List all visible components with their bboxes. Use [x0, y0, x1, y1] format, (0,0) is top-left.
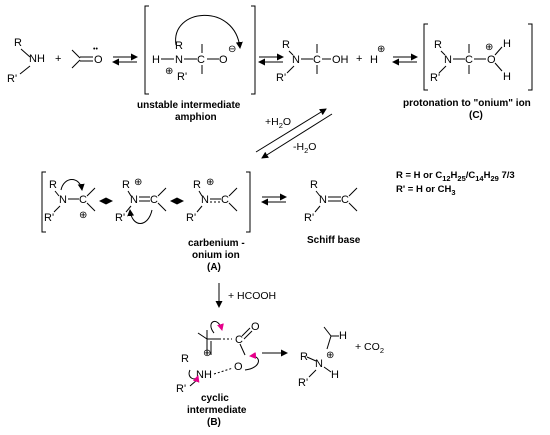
proton-h: H: [370, 54, 378, 66]
cyclic-c: C: [235, 334, 243, 346]
carbinolamine: R N R' C OH: [276, 39, 349, 84]
onium-r: R: [434, 39, 442, 51]
onium-ion: R N R' C O ⊕ H H: [423, 23, 533, 91]
res2-n: N: [130, 194, 138, 206]
res3-n: N: [201, 194, 209, 206]
carbinolamine-oh: OH: [332, 54, 349, 66]
caption-onium-2: (C): [469, 110, 483, 121]
caption-cyclic-3: (B): [207, 417, 221, 428]
carbinolamine-n: N: [292, 54, 300, 66]
plus-1: +: [55, 53, 61, 65]
amphion-c: C: [197, 54, 205, 66]
caption-onium-1: protonation to "onium" ion: [403, 98, 531, 109]
onium-n: N: [444, 54, 452, 66]
res3-rprime: R': [186, 212, 196, 224]
plus-2: +: [356, 53, 362, 65]
carbonyl-reactant: O ••: [71, 46, 103, 69]
onium-rprime: R': [430, 72, 440, 84]
cyclic-r: R: [181, 353, 189, 365]
carbinolamine-c: C: [313, 54, 321, 66]
res3-plus-sign: ⊕: [206, 177, 214, 188]
tertiary-ammonium-product: H R N ⊕ H R': [298, 326, 347, 389]
amine-nh: NH: [29, 53, 45, 65]
res1-r: R: [49, 179, 57, 191]
schiff-r: R: [310, 179, 318, 191]
caption-carbenium-3: (A): [207, 262, 221, 273]
res1-plus-sign: ⊕: [79, 210, 87, 221]
schiff-c: C: [341, 194, 349, 206]
res2-rprime: R': [115, 212, 125, 224]
water-equilibrium: +H2O -H2O: [255, 108, 333, 159]
res1-rprime: R': [44, 212, 54, 224]
carbonyl-o: O: [94, 54, 103, 66]
co2-label: + CO2: [355, 341, 384, 355]
caption-amphion-1: unstable intermediate: [137, 100, 241, 111]
amphion-r: R: [175, 40, 183, 52]
carbinolamine-rprime: R': [276, 72, 286, 84]
res3-c: C: [221, 194, 229, 206]
product-r: R: [300, 351, 308, 363]
res2-plus-sign: ⊕: [134, 177, 142, 188]
product-n: N: [315, 358, 323, 370]
caption-schiff: Schiff base: [307, 235, 361, 246]
res1-c: C: [79, 194, 87, 206]
product-h-top: H: [339, 330, 347, 342]
onium-h1: H: [503, 38, 511, 50]
substituent-legend: R = H or C12H25/C14H29 7/3 R' = H or CH3: [396, 170, 515, 197]
res2-c: C: [150, 194, 158, 206]
onium-plus-sign: ⊕: [485, 42, 493, 53]
amphion-plus-sign: ⊕: [165, 66, 173, 77]
onium-h2: H: [503, 71, 511, 83]
product-h-bottom: H: [331, 369, 339, 381]
formic-acid-label: + HCOOH: [228, 290, 276, 302]
schiff-rprime: R': [304, 212, 314, 224]
formic-acid-step: + HCOOH: [215, 283, 276, 308]
carbinolamine-r: R: [282, 39, 290, 51]
amine-rprime: R': [7, 73, 17, 85]
caption-cyclic-1: cyclic: [201, 393, 229, 404]
amphion-o: O: [219, 54, 228, 66]
product-rprime: R': [298, 377, 308, 389]
equilibrium-arrow-4: [261, 193, 287, 206]
legend-rprime-line: R' = H or CH3: [396, 184, 455, 197]
cyclic-o-bottom: O: [234, 361, 243, 373]
schiff-base: R N R' C: [304, 179, 358, 224]
equilibrium-arrow-3: [392, 53, 418, 66]
cyclic-rprime: R': [176, 383, 186, 395]
onium-o: O: [487, 54, 496, 66]
equilibrium-arrow-1: [112, 53, 138, 66]
res2-r: R: [122, 179, 130, 191]
legend-r-line: R = H or C12H25/C14H29 7/3: [396, 170, 515, 183]
equilibrium-arrow-2: [258, 53, 284, 66]
cyclic-nh: NH: [196, 369, 212, 381]
amphion-rprime: R': [177, 71, 187, 83]
amphion-n: N: [175, 54, 183, 66]
schiff-n: N: [319, 194, 327, 206]
amine-r: R: [14, 37, 22, 49]
carbenium-onium-resonance: R N R' C ⊕ R ⊕ N R' C R ⊕ N R': [41, 171, 251, 233]
carbonyl-pairs: ••: [93, 46, 98, 53]
res1-n: N: [59, 194, 67, 206]
res3-r: R: [193, 179, 201, 191]
caption-carbenium-2: onium ion: [192, 250, 240, 261]
onium-c: C: [465, 54, 473, 66]
remove-water-label: -H2O: [293, 141, 316, 155]
cyclic-intermediate: ⊕ C O O R NH R': [176, 320, 260, 395]
amphion-minus-sign: ⊖: [228, 44, 236, 55]
proton-plus-sign: ⊕: [377, 44, 385, 55]
caption-carbenium-1: carbenium -: [188, 238, 245, 249]
amphion-intermediate: H R N ⊕ R' C O ⊖: [144, 5, 256, 95]
add-water-label: +H2O: [265, 116, 291, 130]
amine-reactant: R NH R': [7, 37, 45, 85]
product-plus-sign: ⊕: [326, 350, 334, 361]
amphion-h: H: [152, 54, 160, 66]
caption-cyclic-2: intermediate: [187, 405, 247, 416]
caption-amphion-2: amphion: [175, 112, 217, 123]
cyclic-o-top: O: [251, 321, 260, 333]
